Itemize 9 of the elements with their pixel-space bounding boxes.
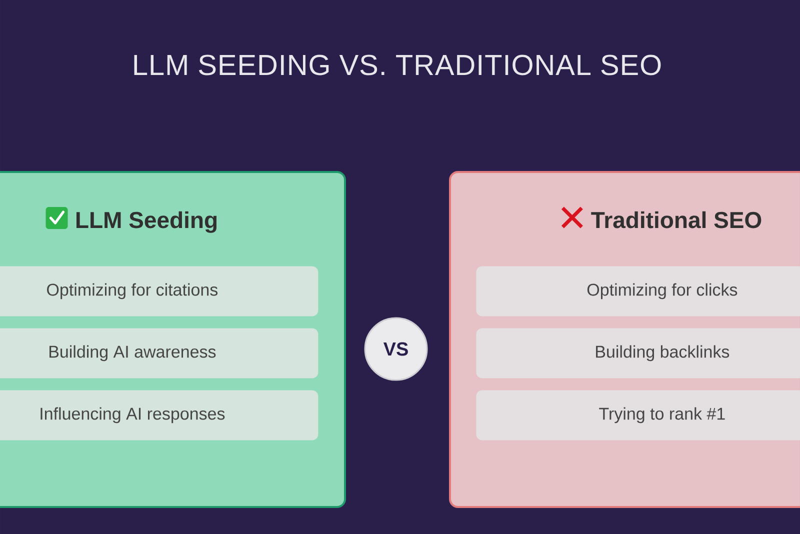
panel-heading: Traditional SEO [591, 211, 762, 228]
title: LLM SEEDING VS. TRADITIONAL SEO [134, 54, 661, 76]
point-box: Trying to rank #1 [476, 390, 800, 440]
point-box: Building AI awareness [0, 328, 318, 378]
point-box: Building backlinks [476, 328, 800, 378]
point-box: Optimizing for citations [0, 266, 318, 316]
point-box: Optimizing for clicks [476, 266, 800, 316]
point-box: Influencing AI responses [0, 390, 318, 440]
panel-heading: LLM Seeding [76, 211, 217, 233]
